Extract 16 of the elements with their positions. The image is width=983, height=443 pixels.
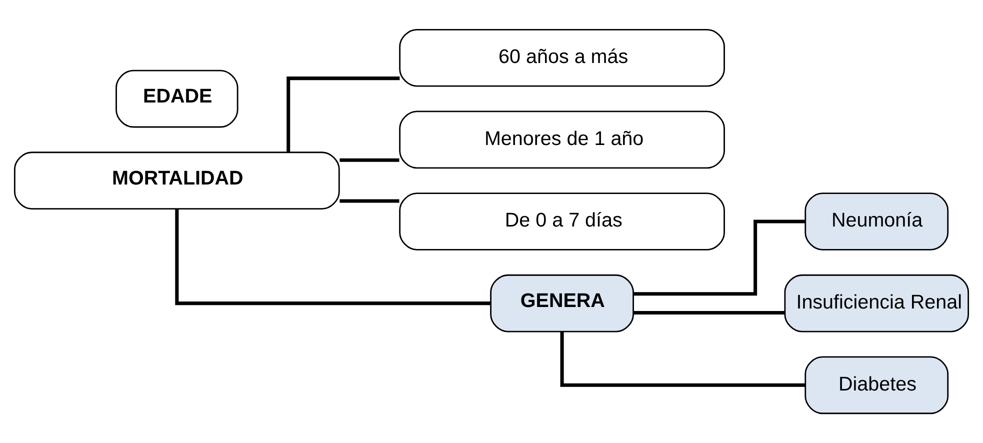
node-box: Diabetes: [804, 356, 949, 414]
connector: [286, 76, 400, 152]
node-box: GENERA: [490, 274, 634, 332]
node-box: MORTALIDAD: [14, 152, 340, 210]
connector: [633, 220, 806, 296]
connector: [340, 158, 400, 162]
node-box: De 0 a 7 días: [399, 192, 725, 250]
node-box: Menores de 1 año: [399, 110, 725, 169]
node-box: Insuficiencia Renal: [784, 274, 970, 332]
connector: [340, 199, 400, 203]
node-box: Neumonía: [804, 192, 949, 250]
connector: [175, 209, 490, 306]
node-box: EDADE: [116, 70, 238, 128]
node-box: 60 años a más: [399, 28, 725, 87]
connector: [560, 332, 806, 387]
connector: [633, 310, 785, 314]
